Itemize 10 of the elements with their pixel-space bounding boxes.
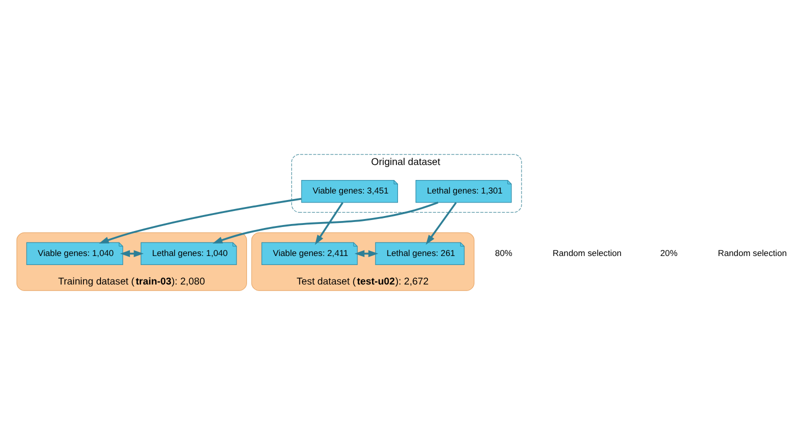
label: 20%	[660, 247, 678, 258]
arrow	[426, 202, 457, 244]
arrow	[212, 201, 438, 243]
arrow	[98, 197, 302, 243]
label: Random selection	[718, 247, 787, 258]
arrow	[120, 250, 144, 257]
label: 80%	[495, 247, 512, 258]
arrow	[314, 202, 344, 244]
arrow	[354, 250, 378, 257]
label: Random selection	[552, 247, 622, 258]
